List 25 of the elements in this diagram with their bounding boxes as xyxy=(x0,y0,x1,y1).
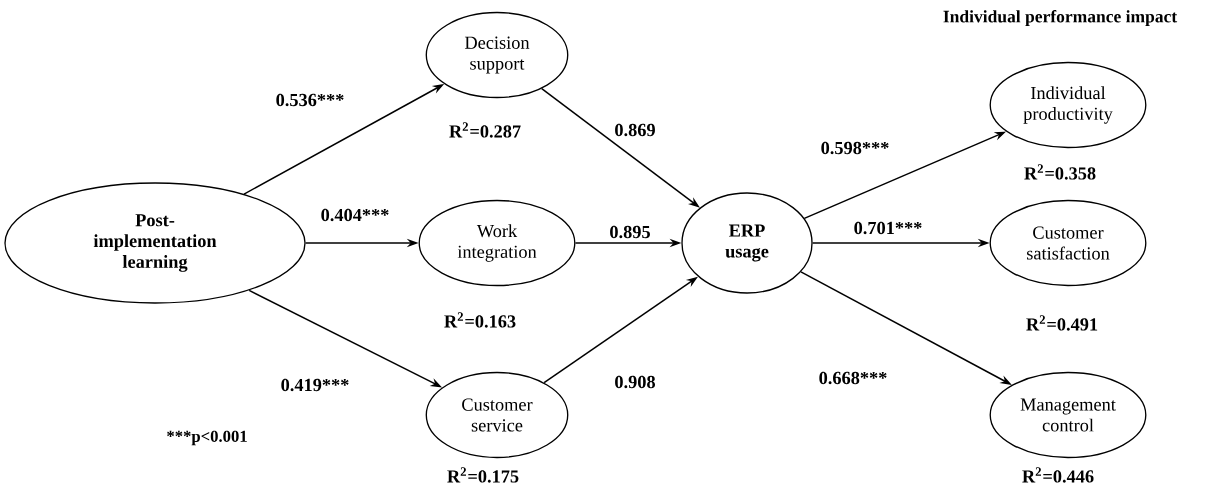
edge-label: 0.668*** xyxy=(816,370,890,386)
r-squared-label: R$^{2}$=0.175 xyxy=(447,467,519,483)
r-squared-label: R$^{2}$=0.358 xyxy=(1024,164,1096,180)
ellipse-node: ERP usage xyxy=(681,192,813,294)
edge-label: 0.869 xyxy=(612,122,658,138)
edge-label: 0.536*** xyxy=(273,92,347,108)
ellipse-node: Post-implementation learning xyxy=(4,182,306,304)
edge-label: 0.701*** xyxy=(851,220,925,236)
edge-label: 0.598*** xyxy=(818,140,892,156)
ellipse-node: Customer service xyxy=(425,371,569,459)
ellipse-node: Customer satisfaction xyxy=(989,199,1147,287)
ellipse-node: Management control xyxy=(989,371,1147,459)
r-squared-label: R$^{2}$=0.491 xyxy=(1026,315,1098,331)
ellipse-node: Decision support xyxy=(425,11,569,99)
ellipse-node: Individual productivity xyxy=(989,61,1147,149)
edge-label: 0.419*** xyxy=(278,377,352,393)
note: ***p<0.001 xyxy=(167,430,247,446)
heading: Individual performance impact xyxy=(943,10,1178,26)
edge-label: 0.908 xyxy=(612,374,658,390)
edge-label: 0.404*** xyxy=(318,207,392,223)
edge-label: 0.895 xyxy=(607,224,653,240)
r-squared-label: R$^{2}$=0.287 xyxy=(449,122,521,138)
r-squared-label: R$^{2}$=0.446 xyxy=(1022,467,1094,483)
ellipse-node: Work integration xyxy=(418,199,576,287)
r-squared-label: R$^{2}$=0.163 xyxy=(444,312,516,328)
